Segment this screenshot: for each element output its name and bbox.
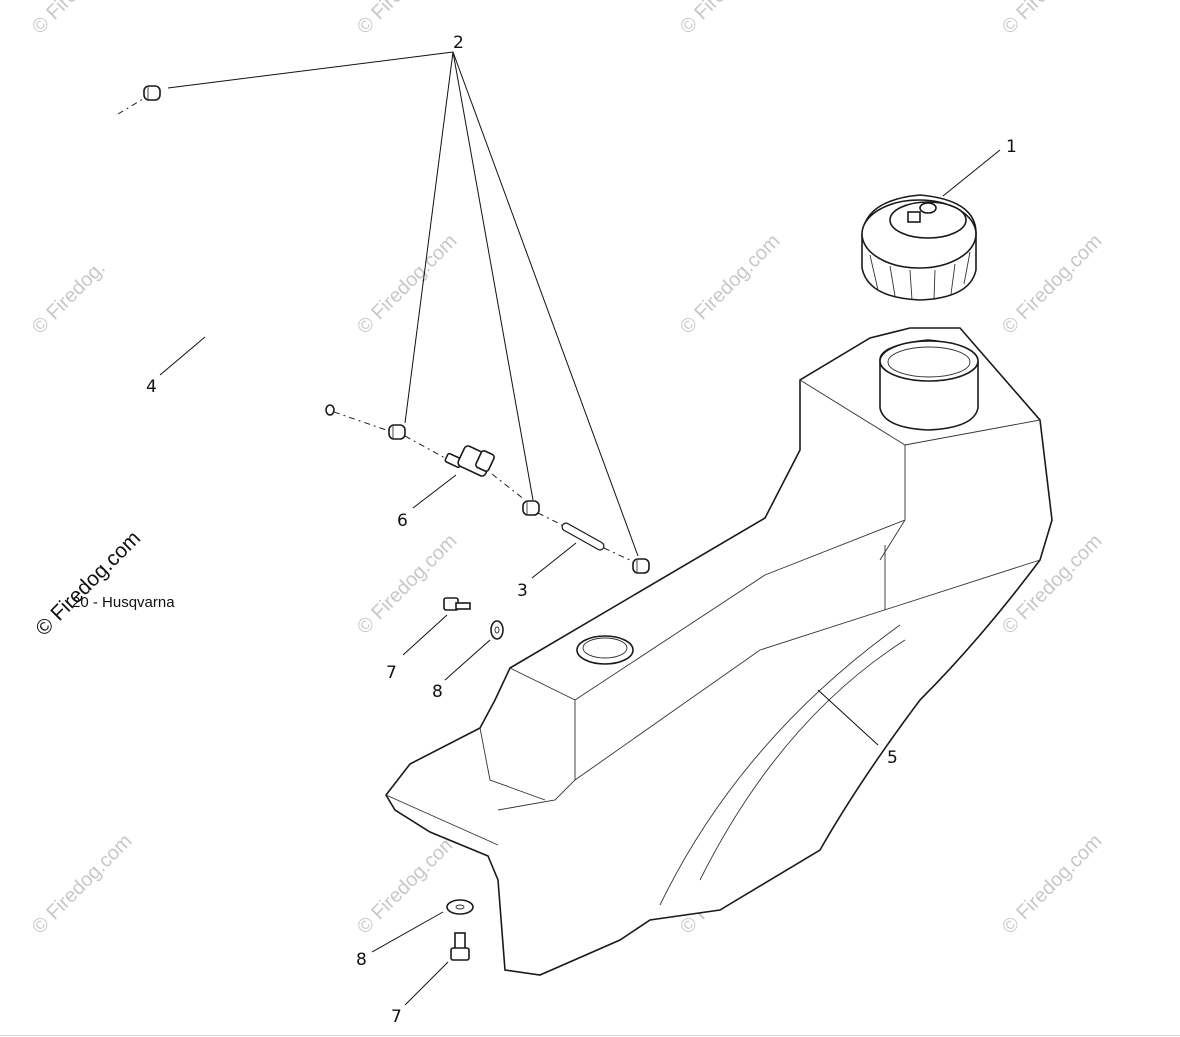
hose-clamps (143, 85, 650, 574)
bolt-part-lower (450, 932, 470, 961)
washer-part-lower (446, 899, 474, 915)
callout-6: 6 (397, 511, 408, 531)
watermark: © Firedog.com (353, 0, 462, 39)
fuel-hose-part (14, 95, 393, 433)
fuel-valve-part (404, 435, 526, 501)
watermark: © Firedog.com (998, 230, 1107, 339)
bolt-part-upper (443, 597, 471, 611)
callout-5: 5 (887, 748, 898, 768)
washer-part-upper (490, 620, 504, 640)
watermark: © Firedog.com (28, 830, 137, 939)
watermark: © Firedog.com (676, 230, 785, 339)
callout-1: 1 (1006, 137, 1017, 157)
watermark: © Firedog.com (676, 0, 785, 39)
watermark: © Firedog.com (353, 530, 462, 639)
callout-8-upper: 8 (432, 682, 443, 702)
watermark: © Firedog.com (998, 0, 1107, 39)
callout-4: 4 (146, 377, 157, 397)
callout-7-lower: 7 (391, 1007, 402, 1027)
bottom-divider (0, 1035, 1180, 1036)
watermark: © Firedog.com (28, 0, 137, 39)
callout-3: 3 (517, 581, 528, 601)
callout-8-lower: 8 (356, 950, 367, 970)
leader-lines (159, 51, 1001, 1006)
brand-stamp: © Firedog.com (31, 527, 145, 641)
diagram-caption: 20 - Husqvarna (72, 594, 175, 611)
callout-labels: 2 1 4 6 3 7 8 5 8 7 (146, 33, 1017, 1027)
watermark: © Firedog.com (353, 230, 462, 339)
fuel-tank-part (385, 327, 1053, 976)
short-hose-part (537, 512, 635, 563)
fuel-cap-part (861, 194, 977, 301)
callout-2: 2 (453, 33, 464, 53)
watermark: © Firedog.com (998, 830, 1107, 939)
callout-7-upper: 7 (386, 663, 397, 683)
watermark: © Firedog.com (353, 830, 462, 939)
